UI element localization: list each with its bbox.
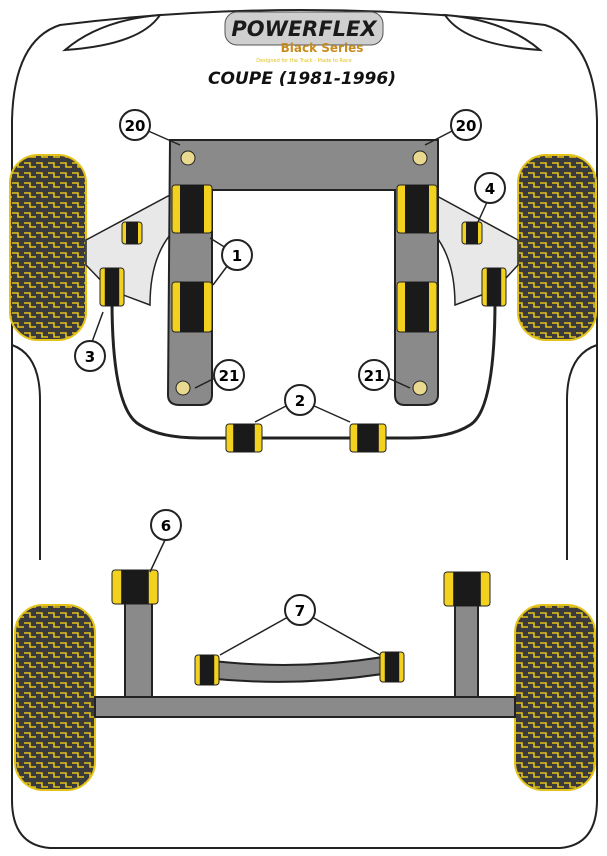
callout-number: 2 [295, 392, 305, 410]
wheel-arch-left [62, 13, 162, 52]
bush [225, 423, 263, 453]
bush [121, 221, 143, 245]
bush [99, 267, 125, 307]
svg-text:POWERFLEX: POWERFLEX [231, 17, 378, 41]
front-right-wheel [517, 154, 597, 341]
bush [379, 651, 405, 683]
body-line [11, 344, 41, 560]
leader-lines [91, 129, 489, 656]
callout-number: 1 [232, 247, 242, 265]
bush [481, 267, 507, 307]
callout-circle [221, 239, 253, 271]
bush [111, 569, 159, 605]
bush [396, 184, 438, 234]
callout-circle [284, 384, 316, 416]
bush [171, 184, 213, 234]
rear-right-wheel [514, 604, 596, 791]
callout-number: 20 [456, 117, 477, 135]
page-title: COUPE (1981-1996) [208, 69, 396, 89]
car-body-outline [11, 9, 598, 849]
callout-circle [119, 109, 151, 141]
callout-number: 20 [125, 117, 146, 135]
callout-circle [74, 340, 106, 372]
svg-text:Black Series: Black Series [281, 41, 364, 55]
bush [194, 654, 220, 686]
callout-number: 21 [219, 367, 240, 385]
callout-circle [450, 109, 482, 141]
callout-number: 4 [485, 180, 495, 198]
callout-number: 21 [364, 367, 385, 385]
front-subframe [166, 139, 439, 406]
callout-circle [213, 359, 245, 391]
bush [349, 423, 387, 453]
bush [443, 571, 491, 607]
bush [461, 221, 483, 245]
callout-circle [358, 359, 390, 391]
callout-circle [474, 172, 506, 204]
rear-beam [94, 696, 516, 718]
powerflex-logo: POWERFLEX Black Series Designed for the … [224, 11, 384, 64]
callout-number: 7 [295, 602, 305, 620]
front-anti-roll-bar [110, 299, 497, 440]
svg-text:Designed for the Track - Made: Designed for the Track - Made to Race [256, 58, 352, 64]
bush [396, 281, 438, 333]
callout-circle [284, 594, 316, 626]
bush [171, 281, 213, 333]
body-line [566, 344, 598, 560]
callout-circle [150, 509, 182, 541]
bushes [99, 184, 507, 453]
front-left-wheel [9, 154, 87, 341]
callout-number: 6 [161, 517, 171, 535]
rear-left-wheel [14, 604, 96, 791]
rear-bushes [111, 569, 491, 686]
wheel-arch-right [443, 13, 543, 52]
callout-number: 3 [85, 348, 95, 366]
callouts: 20 20 4 1 3 21 21 2 6 7 [74, 109, 506, 626]
